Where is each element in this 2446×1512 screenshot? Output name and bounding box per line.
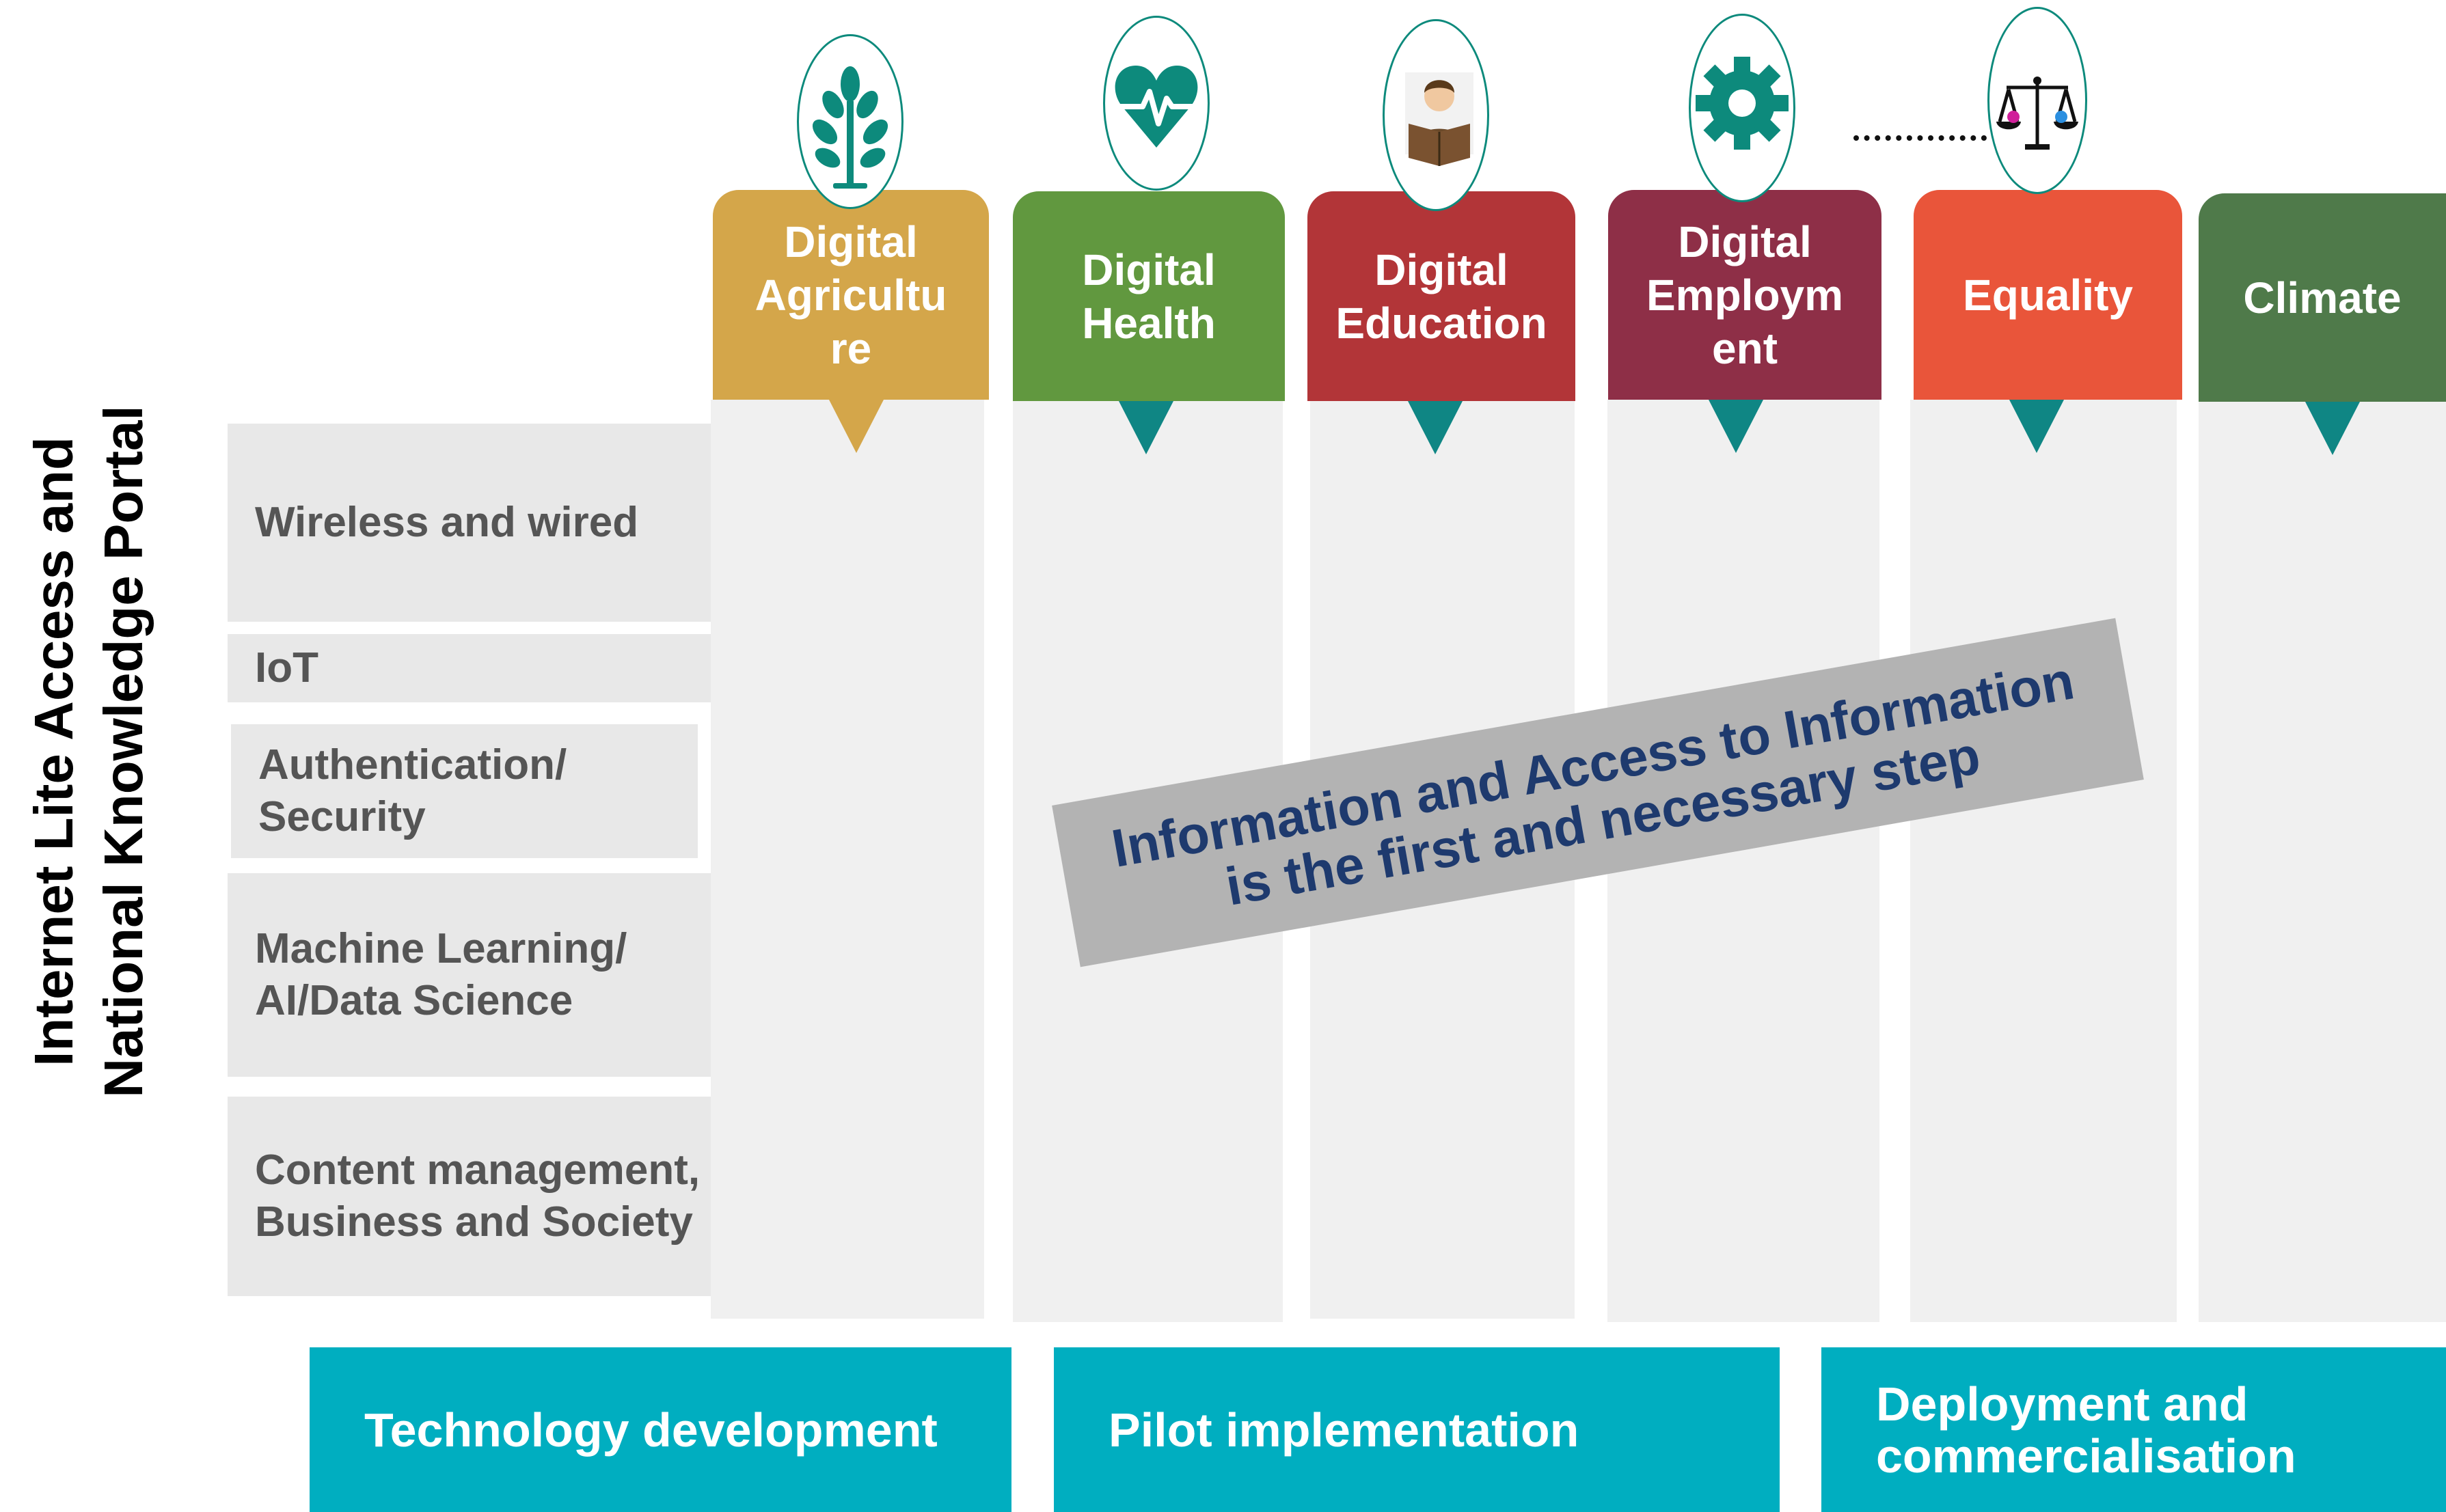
row-label: Authentication/ Security xyxy=(258,741,567,840)
reader-icon xyxy=(1383,19,1489,211)
header-digital-agriculture: Digital Agricultu re xyxy=(713,190,989,400)
header-digital-health: Digital Health xyxy=(1013,191,1285,401)
header-line: Digital xyxy=(784,217,918,266)
dotted-connector xyxy=(1853,135,1987,141)
header-climate: Climate xyxy=(2199,193,2446,402)
header-line: Digital xyxy=(1374,245,1508,294)
row-content-management: Content management, Business and Society xyxy=(228,1097,713,1296)
phase-label: Pilot implementation xyxy=(1109,1403,1579,1457)
scales-icon xyxy=(1987,7,2087,194)
header-line: Agricultu xyxy=(755,270,947,320)
header-digital-education: Digital Education xyxy=(1307,191,1575,401)
header-line: Employm xyxy=(1646,270,1844,320)
header-line: Climate xyxy=(2243,273,2402,322)
phase-label: Deployment and commercialisation xyxy=(1876,1377,2296,1483)
phase-label: Technology development xyxy=(364,1403,938,1457)
header-line: Education xyxy=(1335,298,1547,348)
header-line: ent xyxy=(1712,323,1778,373)
row-machine-learning: Machine Learning/ AI/Data Science xyxy=(228,873,713,1077)
plant-icon xyxy=(797,34,903,209)
phase-deployment: Deployment and commercialisation xyxy=(1821,1347,2446,1512)
side-title: Internet Lite Access and National Knowle… xyxy=(14,205,164,1298)
side-title-line1: Internet Lite Access and xyxy=(23,437,84,1067)
header-line: Digital xyxy=(1082,245,1216,294)
pointer-climate xyxy=(2305,402,2360,455)
heart-pulse-icon xyxy=(1103,16,1210,191)
column-body-agriculture xyxy=(711,400,984,1319)
row-label: Content management, Business and Society xyxy=(255,1146,701,1246)
column-body-climate xyxy=(2199,400,2446,1322)
pointer-education xyxy=(1408,401,1463,454)
side-title-line2: National Knowledge Portal xyxy=(93,405,154,1098)
header-line: Equality xyxy=(1963,270,2133,320)
header-line: Health xyxy=(1082,298,1216,348)
pointer-health xyxy=(1119,401,1173,454)
column-body-equality xyxy=(1910,400,2177,1322)
pointer-equality xyxy=(2009,400,2064,453)
gear-icon xyxy=(1689,14,1795,202)
row-authentication: Authentication/ Security xyxy=(231,724,698,858)
row-wireless: Wireless and wired xyxy=(228,424,713,622)
row-label: IoT xyxy=(255,644,318,691)
phase-pilot-implementation: Pilot implementation xyxy=(1054,1347,1780,1512)
header-line: Digital xyxy=(1678,217,1812,266)
row-label: Wireless and wired xyxy=(255,499,639,546)
row-label: Machine Learning/ AI/Data Science xyxy=(255,925,627,1024)
phase-technology-development: Technology development xyxy=(310,1347,1011,1512)
header-equality: Equality xyxy=(1914,190,2182,400)
row-iot: IoT xyxy=(228,634,713,702)
pointer-employment xyxy=(1709,400,1763,453)
header-line: re xyxy=(830,323,872,373)
pointer-agriculture xyxy=(829,400,884,453)
header-digital-employment: Digital Employm ent xyxy=(1608,190,1881,400)
